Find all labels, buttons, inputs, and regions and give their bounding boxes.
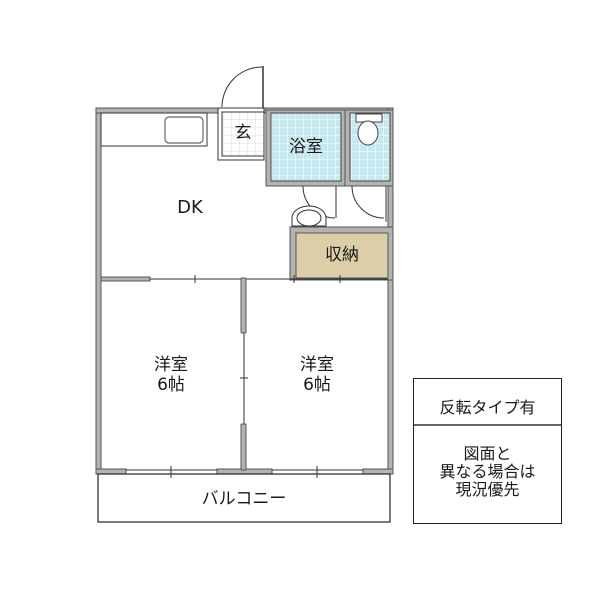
disclaimer-line-2: 異なる場合は: [439, 462, 536, 481]
entrance-door: [221, 66, 264, 108]
room-western-1: 洋室 6帖: [131, 355, 211, 395]
balcony-outline: [97, 473, 391, 523]
room-label-western-1: 洋室: [154, 355, 188, 375]
kitchen-counter: [100, 112, 208, 147]
reverse-type-note: 反転タイプ有: [439, 398, 536, 417]
notes-box: 反転タイプ有 図面と 異なる場合は 現況優先: [413, 378, 562, 524]
toilet-area: [344, 109, 394, 187]
disclaimer-note: 図面と 異なる場合は 現況優先: [414, 445, 561, 499]
room-label-western-2: 洋室: [300, 355, 334, 375]
disclaimer-line-1: 図面と: [463, 444, 512, 463]
entrance-area: [217, 107, 265, 161]
storage-area: [289, 226, 394, 281]
room-western-2: 洋室 6帖: [277, 355, 357, 395]
washbasin-icon: [291, 205, 327, 227]
notes-divider: [414, 424, 561, 426]
room-label-storage: 収納: [325, 245, 359, 265]
disclaimer-line-3: 現況優先: [455, 480, 520, 499]
room-size-western-1: 6帖: [157, 375, 185, 395]
room-label-dk: DK: [177, 197, 203, 218]
room-size-western-2: 6帖: [303, 375, 331, 395]
room-label-entrance: 玄: [234, 123, 252, 143]
toilet-bowl-icon: [357, 120, 379, 146]
room-label-bathroom: 浴室: [289, 137, 323, 157]
partition-walls: [100, 275, 388, 471]
bathroom-area: [265, 109, 346, 187]
room-label-balcony: バルコニー: [201, 489, 287, 509]
sink-icon: [164, 116, 204, 144]
